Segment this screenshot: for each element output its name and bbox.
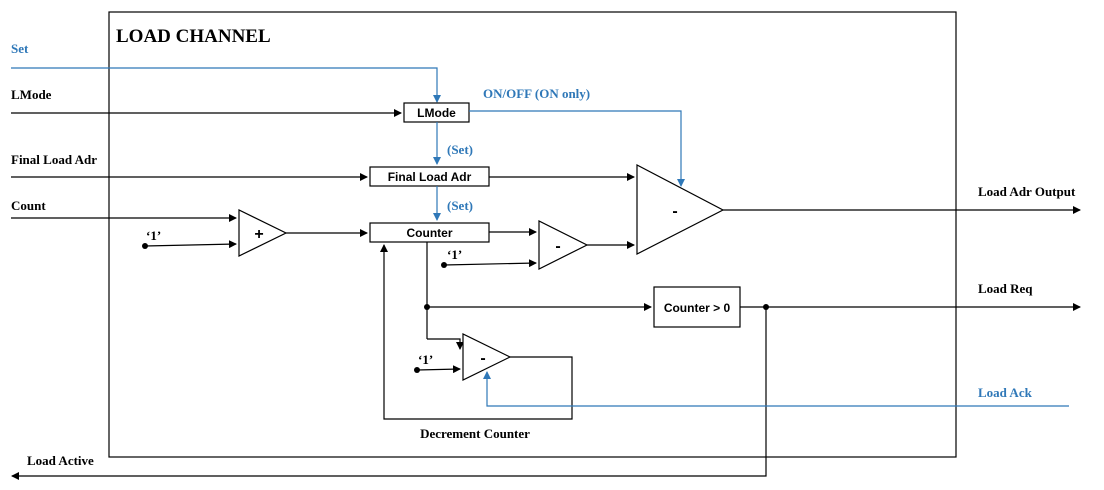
comparator-triangle xyxy=(636,164,725,255)
const-add-label: ‘1’ xyxy=(146,228,161,243)
load-adr-output-label: Load Adr Output xyxy=(978,184,1076,199)
decrement-operator: - xyxy=(480,350,485,367)
final-load-adr-block-label: Final Load Adr xyxy=(388,170,472,184)
adder-triangle xyxy=(238,209,288,257)
load-channel-frame xyxy=(108,11,957,458)
load-active-output-label: Load Active xyxy=(27,453,94,468)
load-ack-input-label: Load Ack xyxy=(978,385,1033,400)
set-final-annotation: (Set) xyxy=(447,142,473,157)
subtract-operator: - xyxy=(555,238,560,255)
decrement-feedback-wire xyxy=(380,244,573,420)
counter-gt-zero-label: Counter > 0 xyxy=(664,301,731,315)
const-decrement-wire xyxy=(416,365,461,374)
load-ack-wire xyxy=(483,371,1069,407)
const-add-wire xyxy=(144,240,237,249)
count-input-label: Count xyxy=(11,198,46,213)
set-wire xyxy=(11,67,441,103)
subtract-triangle xyxy=(538,220,589,270)
const-sub-label: ‘1’ xyxy=(447,247,462,262)
lmode-block-label: LMode xyxy=(417,106,456,120)
set-input-label: Set xyxy=(11,41,29,56)
final-load-adr-input-label: Final Load Adr xyxy=(11,152,97,167)
counter-to-decrement-wire xyxy=(427,338,464,350)
diagram-title: LOAD CHANNEL xyxy=(116,26,271,47)
on-off-control-wire xyxy=(469,110,685,187)
counter-block-label: Counter xyxy=(407,226,453,240)
decrement-triangle xyxy=(462,333,512,381)
comparator-operator: - xyxy=(672,203,677,220)
load-active-output-wire xyxy=(11,307,767,480)
on-off-annotation: ON/OFF (ON only) xyxy=(483,86,590,101)
decrement-counter-label: Decrement Counter xyxy=(420,426,530,441)
adder-operator: + xyxy=(254,226,263,243)
lmode-input-label: LMode xyxy=(11,87,52,102)
const-sub-wire xyxy=(443,259,537,268)
load-req-output-label: Load Req xyxy=(978,281,1033,296)
const-decrement-label: ‘1’ xyxy=(418,352,433,367)
set-counter-annotation: (Set) xyxy=(447,198,473,213)
